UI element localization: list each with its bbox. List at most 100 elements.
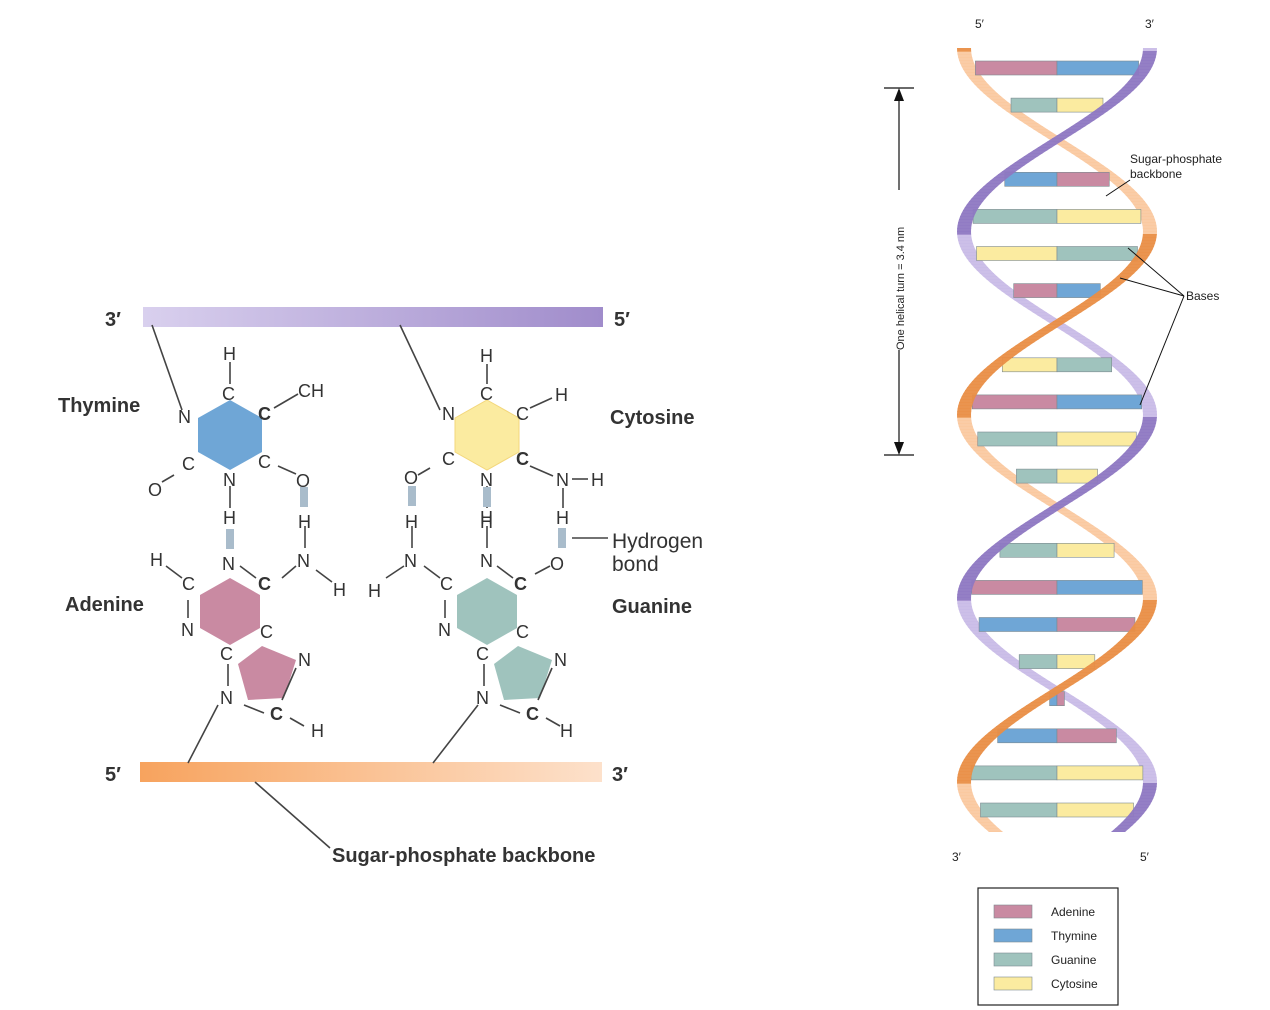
orange-strand-segment [1139,243,1156,247]
helix-front-strand [957,48,1157,832]
purple-strand-segment [1095,720,1115,724]
purple-strand-segment [1135,759,1152,763]
svg-text:N: N [220,688,233,708]
hydrogen-bond [226,529,234,549]
purple-strand-segment [1063,699,1084,703]
purple-strand-segment [1082,711,1102,715]
base-right [1056,357,1113,373]
purple-strand-segment [958,585,974,589]
purple-strand-segment [1032,312,1052,316]
purple-strand-segment [1141,423,1157,427]
purple-strand-segment [1058,498,1078,502]
top-strand-right-end: 5′ [614,309,630,331]
purple-strand-segment [977,555,996,559]
orange-strand-segment [1141,588,1157,592]
orange-strand-segment [1122,192,1140,196]
double-helix-diagram: 5′ 3′ 3′ 5′ One helical turn = 3.4 nm Su… [884,17,1222,1006]
base-right [1056,431,1137,447]
purple-strand-segment [1005,165,1026,169]
base-right [1056,209,1142,224]
svg-text:CH: CH [298,381,324,401]
orange-strand-segment [957,408,972,412]
orange-strand-segment [1019,339,1040,343]
orange-strand-segment [959,795,975,799]
purple-strand-segment [1094,474,1114,478]
orange-strand-segment [975,453,994,457]
purple-strand-segment [1003,534,1023,538]
helix-top-left-end: 5′ [975,17,985,31]
orange-strand-segment [1130,201,1148,205]
purple-strand-segment [1079,117,1100,121]
purple-strand-segment [1013,300,1034,304]
bottom-strand-bar [140,762,602,782]
purple-strand-segment [984,645,1004,649]
purple-strand-segment [957,594,972,598]
orange-strand-segment [1140,609,1156,613]
orange-strand-segment [1116,273,1135,277]
hydrogen-bond [300,487,308,507]
purple-strand-segment [1130,384,1147,388]
svg-text:H: H [405,512,418,532]
purple-strand-segment [1142,774,1157,778]
svg-text:H: H [560,721,573,741]
orange-strand-segment [1062,312,1082,316]
orange-strand-segment [959,765,975,769]
orange-strand-segment [1121,558,1140,562]
svg-text:H: H [150,550,163,570]
purple-strand-segment [1122,375,1140,379]
purple-strand-segment [1070,123,1091,127]
purple-strand-segment [1121,819,1139,823]
purple-strand-segment [1027,309,1048,313]
orange-strand-segment [1141,240,1157,244]
purple-strand-segment [1133,438,1150,442]
purple-strand-segment [966,201,984,205]
orange-strand-segment [990,360,1010,364]
orange-strand-segment [1141,222,1157,226]
base-left [970,765,1058,781]
orange-strand-segment [1084,162,1104,166]
purple-strand-segment [1109,96,1128,100]
orange-strand-segment [1109,180,1128,184]
purple-strand-segment [957,597,972,601]
purple-strand-segment [1141,789,1157,793]
legend-swatch [993,952,1033,967]
bottom-strand-left-end: 5′ [105,764,121,786]
purple-strand-segment [959,612,975,616]
purple-strand-segment [1117,456,1136,460]
purple-strand-segment [1066,126,1086,130]
orange-strand-segment [1100,540,1119,544]
orange-strand-segment [959,399,975,403]
purple-strand-segment [1132,72,1150,76]
purple-strand-segment [1018,303,1038,307]
base-left [1001,357,1058,373]
purple-strand-segment [969,564,987,568]
purple-strand-segment [1137,432,1154,436]
purple-strand-segment [1137,798,1154,802]
base-left [971,580,1058,595]
orange-strand-segment [958,426,974,430]
purple-strand-segment [961,210,978,214]
svg-text:H: H [368,581,381,601]
orange-strand-segment [1008,714,1028,718]
purple-strand-segment [988,648,1007,652]
orange-strand-segment [1028,333,1049,337]
purple-strand-segment [1142,417,1157,421]
svg-text:N: N [298,650,311,670]
purple-strand-segment [972,633,991,637]
purple-strand-segment [1118,822,1137,826]
purple-strand-segment [959,246,976,250]
svg-text:C: C [260,622,273,642]
orange-strand-segment [959,429,976,433]
orange-strand-segment [1077,669,1098,673]
orange-strand-segment [964,387,982,391]
purple-strand-segment [1111,828,1130,832]
orange-strand-segment [981,735,1000,739]
legend-label: Thymine [1051,929,1097,943]
orange-strand-segment [957,51,972,55]
orange-strand-segment [1017,486,1038,490]
purple-strand-segment [1086,714,1106,718]
orange-strand-segment [1142,225,1157,229]
orange-strand-segment [961,393,978,397]
orange-strand-segment [981,825,1000,829]
base-right [1056,172,1110,187]
